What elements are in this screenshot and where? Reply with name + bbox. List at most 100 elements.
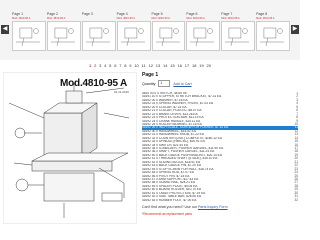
part-number: 6 [296,108,298,113]
carousel-prev-button[interactable]: ◀ [1,25,9,34]
quantity-input[interactable]: 1 [158,80,171,87]
part-row[interactable]: 41692 41 0 THREADED SHAFT (6 SIDE), $15.… [142,156,298,161]
page-link[interactable]: 16 [177,63,182,68]
part-row[interactable]: 41692 25 0 ROLLER BEARING, $7.15 EA 10 [142,121,298,126]
part-number: 2 [296,94,298,99]
part-name: 41692 00 0 WASHER, $7.16 EA [142,98,188,102]
page-link[interactable]: 4 [104,63,107,68]
page-link[interactable]: 20 [206,63,211,68]
page-link[interactable]: 5 [109,63,112,68]
part-row[interactable]: 41692 01 0 SPRING WASHER, FRONT, $7.03 E… [142,101,298,105]
page-link[interactable]: 6 [114,63,117,68]
page-link[interactable]: 2 [94,63,97,68]
part-row[interactable]: 41692 40 0 BACK GAUGE PUSH BRACKET, $20.… [142,153,298,157]
part-number: 1 [296,92,298,95]
part-number: 11 [294,125,298,130]
part-row[interactable]: 41692 26 0 INCH SCALE, SCREW FOR PUSHER,… [142,125,298,130]
thumbnail-image [116,21,151,51]
exploded-view-drawing [8,83,130,218]
part-name: 41692 20 0 COLLAR, $7.31 EA [142,105,187,109]
page-link[interactable]: 7 [119,63,122,68]
part-number: 5 [296,104,298,109]
page-link[interactable]: 12 [148,63,153,68]
part-number: 22 [294,163,298,168]
part-name: 41692 40 0 BACK GAUGE PUSH BRACKET, $20.… [142,153,222,157]
part-row[interactable]: 41692 00 0 WASHER, $7.16 EA 3 [142,97,298,102]
page-link[interactable]: 11 [141,63,146,68]
parts-inquiry-link[interactable]: Parts Inquiry Form [198,205,228,209]
thumbnail-label: Page 7 [221,12,233,16]
chevron-right-icon: ▶ [292,26,298,32]
part-name: 41692 52 0 SIDE TABLE BAR, $26.06 EA [142,195,202,199]
add-to-cart-link[interactable]: Add to Cart [173,81,192,86]
page-link[interactable]: 18 [192,63,197,68]
page-link[interactable]: 8 [124,63,127,68]
page-link[interactable]: 9 [129,63,132,68]
part-number: 20 [294,156,298,161]
page-link[interactable]: 13 [155,63,161,68]
part-number: 10 [294,121,298,126]
page-link[interactable]: 3 [99,63,102,68]
part-name: 41692 24 0 CRANK HANDLE, $15.11 EA [142,119,201,123]
thumbnail-model: Mod. 4810-95 A [12,17,31,20]
page-link[interactable]: 19 [199,63,204,68]
page-link[interactable]: 1 [89,63,92,68]
parts-diagram [3,72,137,224]
part-name: 41692 33 0 SPINDLE (HMS-BC), $20.91 EA [142,140,205,144]
quantity-label: Quantity [142,81,156,86]
part-name: 41692 25 0 ROLLER BEARING, $7.15 EA [142,122,202,126]
part-number: 30 [294,190,298,195]
part-row[interactable]: 41691 10 0 STOPPER, STRETCH BRACKET, $7.… [142,94,298,99]
model-date: 01.11.2010 [114,90,129,94]
carousel-next-button[interactable]: ▶ [291,25,299,34]
part-name: 41692 47 0 ARM SUPPORT, $17.43 EA [142,177,199,181]
part-row[interactable]: 41692 35 0 STABILIZER, PUSHER GARDIEL, $… [142,146,298,150]
page-thumbnail[interactable]: Page 3 [81,12,116,51]
page-link[interactable]: 14 [163,63,168,68]
part-number: 13 [294,132,298,137]
part-row[interactable]: 41692 44 0 STOP SCREW FOR HULL, $16.74 E… [142,167,298,171]
part-row[interactable]: 41692 20 0 COLLAR, $7.31 EA 5 [142,104,298,109]
part-name: 41692 22 0 BRAKE LEVER, $13.26 EA [142,112,198,116]
part-row[interactable]: 41692 36 0 SHAFT, PUSHER CARDEL, $11.24 … [142,149,298,153]
part-number: 3 [296,97,298,102]
replacement-note: *Recommend as replacement parts [142,212,192,216]
part-name: 41692 49 0 SPACER PLATE, $9.05 EA [142,184,198,188]
thumbnail-image [46,21,81,51]
part-row[interactable]: 41692 32 0 COUNTER (DIGI.) COMPLETE, $16… [142,136,298,140]
page-link[interactable]: 17 [184,63,190,68]
page-link[interactable]: 10 [134,63,139,68]
page-link[interactable]: 15 [170,63,175,68]
part-name: 41692 45 0 SPRING ROD, $7.07 EA [142,171,194,175]
